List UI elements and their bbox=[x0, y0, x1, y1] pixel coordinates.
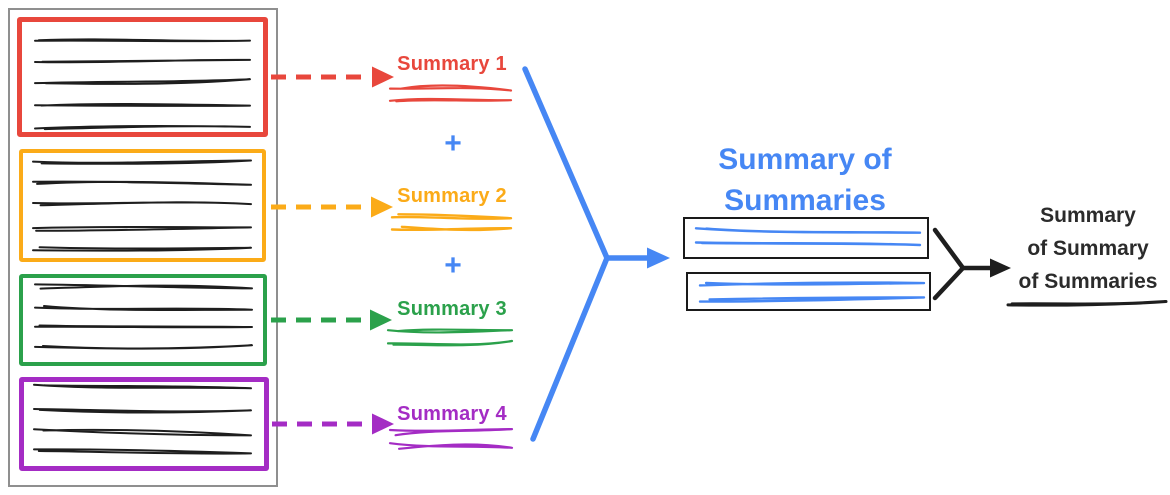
dashed-arrow-4 bbox=[272, 413, 394, 435]
scribble-line bbox=[33, 428, 252, 437]
summary-4-scribble bbox=[388, 428, 514, 450]
scribble-line bbox=[34, 78, 251, 85]
summary-of-summaries-title: Summary of Summaries bbox=[690, 139, 920, 221]
final-summary-label-line3: of Summaries bbox=[1018, 270, 1158, 293]
scribble-line bbox=[34, 305, 253, 311]
dashed-arrow-1 bbox=[271, 66, 394, 88]
scribble-line bbox=[32, 201, 252, 207]
scribble-line bbox=[34, 38, 251, 43]
summary-2-label: Summary 2 bbox=[397, 185, 507, 207]
final-summary-label: Summary of Summary of Summaries bbox=[1005, 199, 1170, 298]
scribble-line bbox=[32, 159, 252, 165]
scribble-line bbox=[390, 225, 513, 232]
scribble-line bbox=[388, 97, 513, 103]
document-text-lines-2 bbox=[32, 159, 252, 252]
scribble-line bbox=[34, 102, 251, 107]
dashed-arrow-3 bbox=[271, 309, 392, 331]
merge-arrow-blue bbox=[522, 66, 670, 442]
scribble-line bbox=[388, 84, 513, 92]
scribble-line bbox=[32, 225, 252, 232]
merge-arrow-black bbox=[932, 227, 1011, 301]
document-text-lines-1 bbox=[34, 38, 251, 131]
summary-of-summaries-box-2 bbox=[686, 272, 931, 311]
scribble-line bbox=[34, 344, 253, 350]
scribble-line bbox=[388, 428, 514, 437]
scribble-line bbox=[694, 241, 922, 247]
summary-1-label: Summary 1 bbox=[397, 53, 507, 75]
scribble-line bbox=[34, 58, 251, 64]
dashed-arrow-2 bbox=[271, 196, 393, 218]
document-text-lines-4 bbox=[33, 383, 252, 455]
summary-3-label: Summary 3 bbox=[397, 298, 507, 320]
scribble-line bbox=[698, 296, 926, 303]
summary-of-summaries-title-line1: Summary of bbox=[718, 143, 892, 176]
scribble-line bbox=[694, 227, 922, 234]
summary-2-scribble bbox=[390, 213, 513, 232]
summary-3-scribble bbox=[386, 328, 514, 347]
summary-of-summaries-title-line2: Summaries bbox=[724, 184, 886, 217]
scribble-line bbox=[386, 339, 514, 347]
summary-box-2-lines bbox=[698, 281, 926, 303]
document-box-4 bbox=[19, 377, 269, 471]
scribble-line bbox=[34, 124, 251, 131]
scribble-line bbox=[33, 383, 252, 390]
summary-of-summaries-box-1 bbox=[683, 217, 929, 259]
scribble-line bbox=[32, 246, 252, 252]
summary-1-scribble bbox=[388, 84, 513, 103]
plus-sign-2: + bbox=[444, 249, 462, 282]
scribble-line bbox=[33, 408, 252, 414]
scribble-line bbox=[390, 213, 513, 220]
scribble-line bbox=[34, 283, 253, 290]
document-box-3 bbox=[19, 274, 267, 366]
final-summary-label-line2: of Summary bbox=[1027, 237, 1149, 260]
scribble-line bbox=[34, 324, 253, 329]
final-summary-label-line1: Summary bbox=[1040, 204, 1136, 227]
scribble-line bbox=[698, 281, 926, 287]
document-text-lines-3 bbox=[34, 283, 253, 350]
summary-4-label: Summary 4 bbox=[397, 403, 507, 425]
summary-box-1-lines bbox=[694, 227, 922, 247]
scribble-line bbox=[388, 442, 514, 450]
scribble-line bbox=[1006, 300, 1168, 307]
scribble-line bbox=[32, 180, 252, 186]
scribble-line bbox=[386, 328, 514, 334]
scribble-line bbox=[33, 448, 252, 455]
plus-sign-1: + bbox=[444, 127, 462, 160]
final-summary-scribble bbox=[1006, 300, 1168, 307]
document-box-1 bbox=[17, 17, 268, 137]
